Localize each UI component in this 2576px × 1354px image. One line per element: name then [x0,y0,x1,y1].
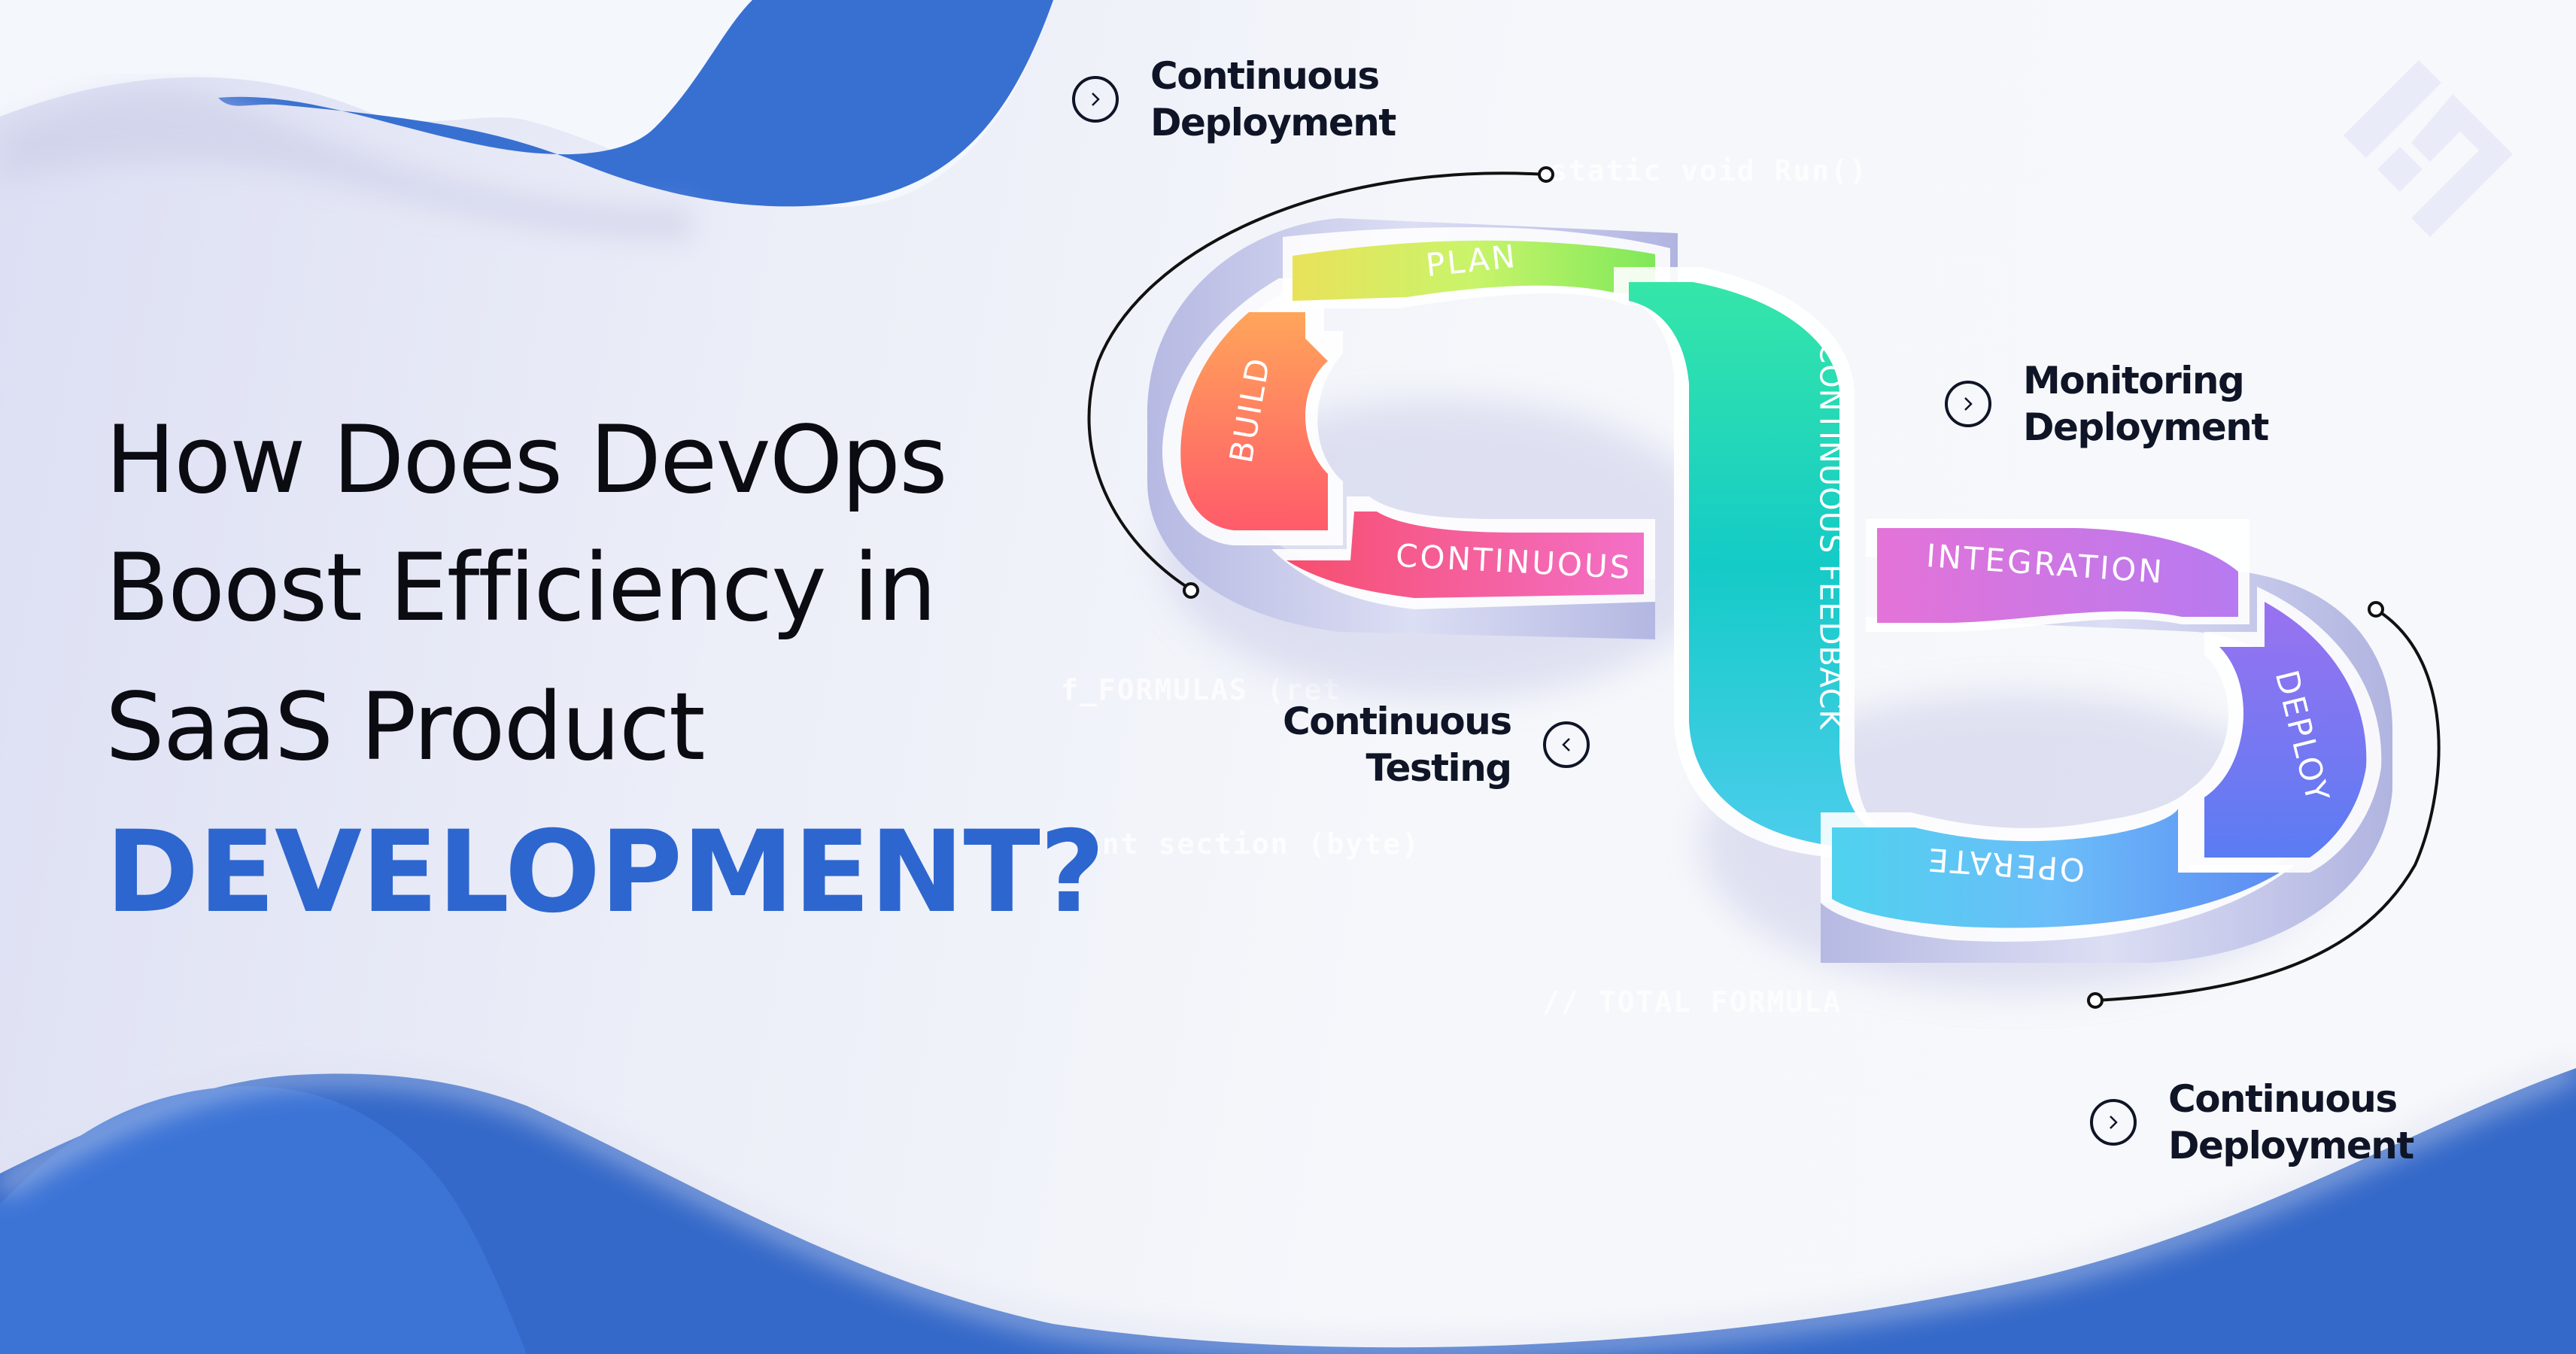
headline-line-3: SaaS Product [105,673,706,782]
callout-line-1: Monitoring [2023,359,2245,402]
segment-label-continuous-feedback: CONTINUOUS FEEDBACK [1812,342,1848,730]
background-code-line: // TOTAL FORMULA [1542,985,1842,1019]
headline-line-2: Boost Efficiency in [105,534,937,642]
callout-label: Continuous Deployment [1150,53,1396,146]
brand-logo-icon [2344,60,2513,237]
callout-continuous-testing: Continuous Testing [1283,698,1590,791]
callout-label: Continuous Deployment [2168,1076,2414,1169]
callout-line-2: Testing [1365,746,1513,790]
callout-continuous-deployment-top: Continuous Deployment [1072,53,1396,146]
callout-line-1: Continuous [1283,700,1512,743]
callout-monitoring-deployment: Monitoring Deployment [1945,357,2269,451]
callout-line-2: Deployment [1150,101,1396,144]
callout-label: Monitoring Deployment [2023,357,2269,451]
headline-line-1: How Does DevOps [105,406,948,515]
callout-line-1: Continuous [1150,54,1380,98]
background-code-line: static void Run() [1550,154,1868,187]
headline-emphasis: DEVELOPMENT? [105,807,1105,938]
callout-continuous-deployment-bottom: Continuous Deployment [2090,1076,2414,1169]
callout-line-2: Deployment [2168,1124,2414,1167]
callout-label: Continuous Testing [1283,698,1513,791]
chevron-right-icon [1072,76,1119,123]
background-code-line: int section (byte) [1083,827,1420,861]
chevron-left-icon [1542,721,1590,768]
callout-line-1: Continuous [2168,1077,2398,1121]
chevron-right-icon [1945,381,1991,427]
callout-line-2: Deployment [2023,405,2269,449]
chevron-right-icon [2090,1099,2137,1146]
